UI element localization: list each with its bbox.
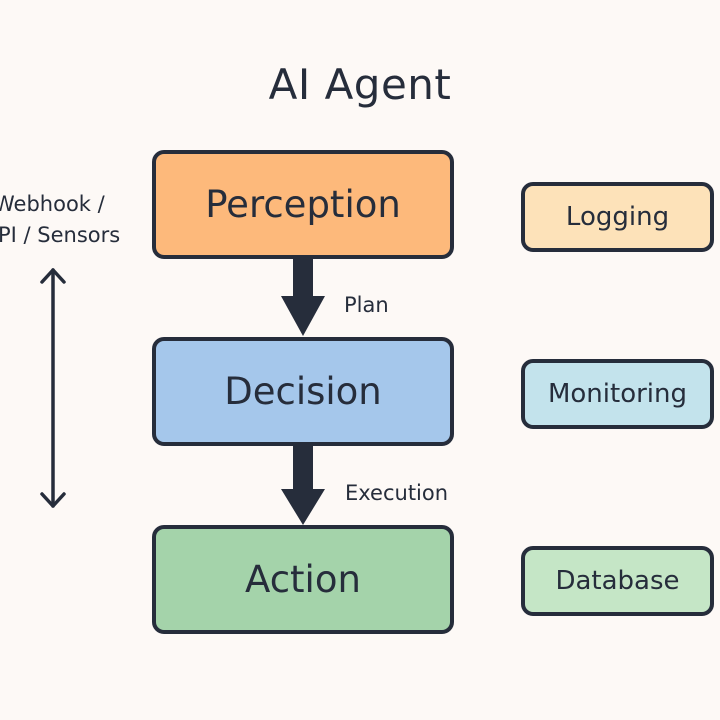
side-box-label: Database [555, 566, 680, 596]
input-label-line1: Webhook / [0, 192, 105, 216]
stage-perception: Perception [152, 150, 454, 259]
side-box-monitoring: Monitoring [521, 359, 714, 429]
stage-label: Perception [205, 183, 401, 226]
arrow-perception-to-decision [281, 258, 325, 336]
input-label-line2: PI / Sensors [0, 223, 121, 247]
side-box-label: Logging [565, 202, 670, 232]
stage-label: Action [245, 558, 361, 601]
arrow-decision-to-action [281, 445, 325, 525]
double-arrow-icon [40, 268, 66, 508]
stage-decision: Decision [152, 337, 454, 446]
side-box-database: Database [521, 546, 714, 616]
diagram-title: AI Agent [268, 60, 452, 109]
side-box-label: Monitoring [547, 379, 688, 409]
stage-action: Action [152, 525, 454, 634]
edge-label-plan: Plan [344, 293, 389, 317]
edge-label-execution: Execution [345, 481, 449, 505]
side-box-logging: Logging [521, 182, 714, 252]
stage-label: Decision [224, 370, 382, 413]
